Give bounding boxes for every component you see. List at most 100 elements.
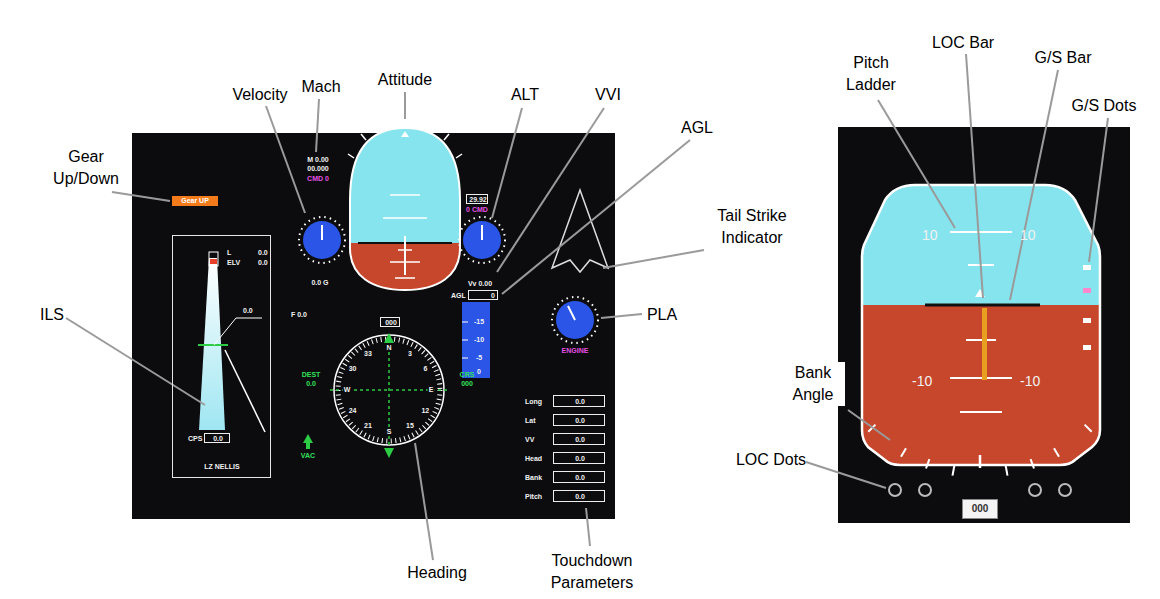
readout-text: 12 xyxy=(420,407,430,415)
attitude-zoom xyxy=(919,484,931,496)
leader-line xyxy=(502,140,690,294)
box-text: Long xyxy=(525,398,542,406)
attitude-ball xyxy=(340,120,470,243)
callout-label: Velocity xyxy=(232,84,287,106)
display-box: 000 xyxy=(962,499,998,519)
dial-gauge xyxy=(463,221,501,259)
readout-text: F 0.0 xyxy=(291,311,307,319)
attitude-ball xyxy=(340,120,470,303)
leader-line xyxy=(492,108,522,218)
attitude-zoom xyxy=(1085,425,1092,432)
callout-label: Gear Up/Down xyxy=(49,146,123,190)
attitude-zoom xyxy=(950,377,1012,379)
attitude-zoom xyxy=(889,484,901,496)
callout-label: G/S Bar xyxy=(1035,47,1092,69)
leader-line xyxy=(806,462,886,488)
box-text: 0.0 xyxy=(213,435,223,443)
readout-text: S xyxy=(386,428,393,436)
readout-text: 33 xyxy=(363,350,373,358)
leader-line xyxy=(1010,70,1058,300)
callout-label: Heading xyxy=(407,562,467,584)
callout-label: -10 xyxy=(1020,370,1040,392)
attitude-zoom xyxy=(1054,448,1059,457)
display-box: VV0.0 xyxy=(553,433,605,445)
agl-tape xyxy=(462,302,490,378)
readout-text: M 0.00 xyxy=(307,156,328,164)
leader-line xyxy=(878,100,955,228)
leader-line xyxy=(66,54,1108,560)
display-box: Long0.0 xyxy=(553,395,605,407)
attitude-zoom xyxy=(960,411,1002,413)
callout-label: ILS xyxy=(40,304,64,326)
display-box: CPS0.0 xyxy=(204,433,230,443)
dial-gauge xyxy=(552,297,598,343)
box-text: 0.0 xyxy=(258,259,268,267)
leader-line xyxy=(497,108,604,272)
callout-label: LOC Bar xyxy=(932,32,994,54)
display-box: 29.92 xyxy=(466,194,488,204)
attitude-zoom xyxy=(855,180,1105,496)
box-text: Lat xyxy=(525,417,536,425)
dial-gauge xyxy=(481,225,483,240)
readout-text: ENGINE xyxy=(562,347,589,355)
leader-line xyxy=(966,54,983,298)
ils-cone xyxy=(198,252,265,432)
leader-line xyxy=(316,99,319,152)
attitude-zoom xyxy=(901,448,906,457)
callout-label: Mach xyxy=(301,76,340,98)
readout-text: 3 xyxy=(407,350,413,358)
box-text: AGL xyxy=(451,292,466,300)
readout-text: 0 xyxy=(477,368,481,376)
attitude-ball xyxy=(348,154,354,158)
readout-text: -10 xyxy=(474,336,484,344)
callout-label: Attitude xyxy=(378,69,432,91)
ils-cone xyxy=(214,318,262,345)
ils-cone xyxy=(210,259,217,264)
attitude-zoom xyxy=(1083,288,1091,293)
readout-text: 0 CMD xyxy=(466,206,488,214)
attitude-zoom xyxy=(855,180,1105,470)
compass-rose xyxy=(303,333,448,458)
attitude-zoom xyxy=(1006,466,1008,476)
dial-gauge xyxy=(556,301,594,339)
box-text: 0.0 xyxy=(575,398,585,406)
attitude-zoom xyxy=(889,484,1071,496)
attitude-ball xyxy=(383,124,385,131)
leader-line xyxy=(112,192,170,201)
leader-line xyxy=(601,314,642,318)
display-box: LELV0.00.00.0LZ NELLISCPS0.0 xyxy=(172,235,271,478)
attitude-zoom xyxy=(1031,459,1034,468)
attitude-zoom xyxy=(982,308,987,380)
box-text: 000 xyxy=(385,319,397,327)
dial-gauge xyxy=(568,306,575,320)
box-text: VV xyxy=(525,436,534,444)
attitude-ball xyxy=(404,236,406,275)
leader-line xyxy=(66,318,205,405)
readout-text: DEST xyxy=(302,371,321,379)
dial-gauge xyxy=(321,225,323,240)
callout-label: Pitch Ladder xyxy=(840,52,902,96)
box-text: L xyxy=(227,249,231,257)
compass-rose xyxy=(306,443,310,449)
ils-cone xyxy=(198,344,228,346)
dial-gauge xyxy=(459,217,505,263)
agl-tape xyxy=(462,322,468,358)
callout-label: AGL xyxy=(681,117,713,139)
attitude-zoom xyxy=(925,304,1040,307)
attitude-ball xyxy=(390,194,420,196)
attitude-ball xyxy=(444,134,449,140)
attitude-zoom xyxy=(1059,484,1071,496)
attitude-ball xyxy=(350,128,460,290)
readout-text: 24 xyxy=(348,407,358,415)
readout-text: -15 xyxy=(474,318,484,326)
attitude-zoom xyxy=(862,185,1100,465)
callout-label: VVI xyxy=(595,84,621,106)
attitude-ball xyxy=(340,120,470,303)
attitude-ball xyxy=(398,249,412,251)
box-text: CPS xyxy=(188,435,202,443)
callout-label: -10 xyxy=(912,370,932,392)
callout-label: 10 xyxy=(1020,224,1036,246)
screen-background xyxy=(838,127,1130,523)
attitude-zoom xyxy=(1029,484,1041,496)
readout-text: 30 xyxy=(348,365,358,373)
